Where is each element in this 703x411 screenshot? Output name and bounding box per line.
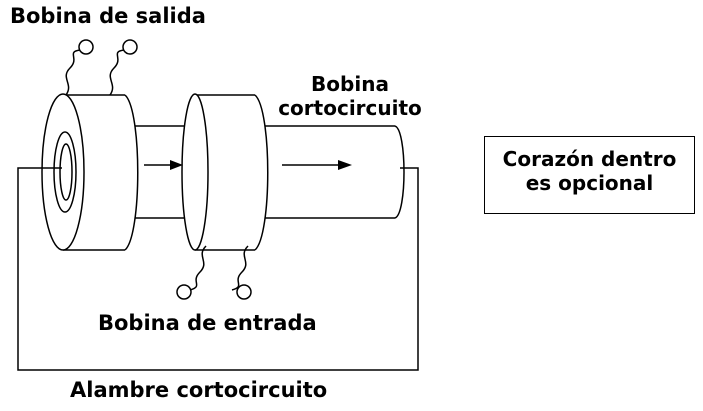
short-circuit-coil-label-line1: Bobina [311, 72, 389, 96]
short-circuit-coil-label-line2: cortocircuito [278, 96, 422, 120]
output-coil-label: Bobina de salida [10, 4, 206, 28]
core-note-text: Corazón dentro es opcional [485, 147, 694, 195]
short-circuit-coil-label: Bobina cortocircuito [270, 72, 430, 120]
output-coil-lead-right [109, 39, 138, 96]
tube-segment-left [125, 125, 195, 219]
terminal-circle-icon [78, 39, 94, 55]
short-circuit-coil [181, 93, 269, 251]
core-note-box: Corazón dentro es opcional [484, 136, 695, 214]
input-coil-label: Bobina de entrada [98, 311, 317, 335]
output-coil-lead-left [65, 39, 94, 96]
terminal-circle-icon [122, 39, 138, 55]
terminal-circle-icon [236, 284, 252, 300]
terminal-circle-icon [176, 284, 192, 300]
input-coil-lead-right [231, 245, 252, 300]
tube-segment-right [255, 125, 405, 219]
arrow-right-icon [282, 160, 352, 170]
short-circuit-wire-label: Alambre cortocircuito [70, 378, 328, 402]
output-coil [41, 93, 139, 251]
core-note-line2: es opcional [525, 171, 654, 195]
short-circuit-wire [17, 167, 419, 371]
core-note-line1: Corazón dentro [502, 147, 677, 171]
input-coil-lead-left [176, 245, 207, 300]
flow-arrow-left [144, 160, 183, 170]
